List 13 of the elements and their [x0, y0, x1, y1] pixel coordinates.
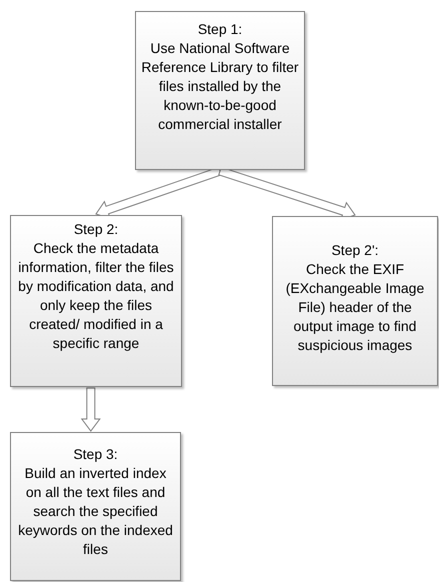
process-box	[10, 215, 182, 387]
step-heading: Step 3:	[73, 445, 118, 464]
process-box	[10, 432, 181, 581]
step-description: Check the EXIF (EXchangeable Image File) header of the output image to find suspicious images	[284, 260, 426, 355]
block-arrow	[80, 388, 101, 432]
step-description: Check the metadata information, filter the files by modification data, and only keep the files created/ modified in a specific range	[17, 239, 175, 353]
step-description: Use National Software Reference Library to filter files installed by the known-to-be-good commercial installer	[140, 39, 300, 134]
step-description: Build an inverted index on all the text files and search the specified keywords on the indexed files	[17, 464, 174, 559]
process-box	[272, 216, 438, 386]
step-heading: Step 1:	[198, 20, 242, 39]
step-heading: Step 2:	[74, 220, 118, 239]
step-heading: Step 2':	[331, 241, 379, 260]
process-box	[135, 11, 305, 170]
